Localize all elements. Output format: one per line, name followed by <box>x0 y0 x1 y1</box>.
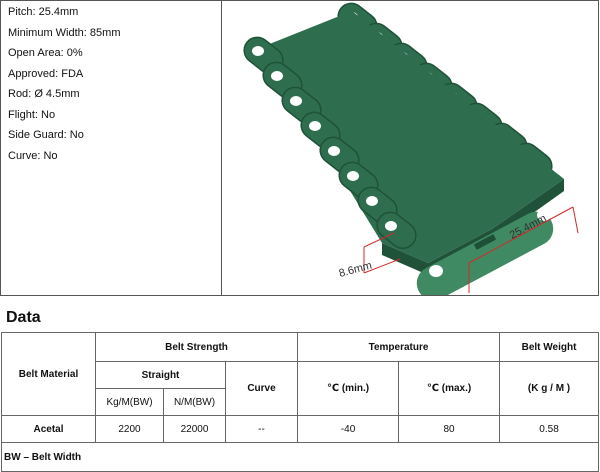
table-footnote: BW – Belt Width <box>0 442 600 472</box>
spec-rod: Rod: Ø 4.5mm <box>8 88 80 100</box>
spec-open-area: Open Area: 0% <box>8 47 83 59</box>
spec-flight: Flight: No <box>8 108 56 121</box>
spec-approved: Approved: FDA <box>8 67 84 80</box>
product-info-panel: Pitch: 25.4mm Minimum Width: 85mm Open A… <box>0 0 599 296</box>
header-belt-weight: Belt Weight <box>499 332 600 362</box>
header-curve: Curve <box>224 361 299 416</box>
spec-list: Pitch: 25.4mm Minimum Width: 85mm Open A… <box>1 1 222 295</box>
header-temp-max: ℃ (max.) <box>398 361 501 416</box>
section-title: Data <box>6 309 41 326</box>
header-belt-strength: Belt Strength <box>94 332 299 362</box>
belt-data-table: Belt Material Belt Strength Temperature … <box>0 332 600 472</box>
spec-pitch: Pitch: 25.4mm <box>8 6 79 18</box>
dimension-height-label: 8.6mm <box>338 260 374 280</box>
cell-material: Acetal <box>1 415 96 443</box>
header-belt-material: Belt Material <box>1 332 96 416</box>
spec-curve: Curve: No <box>8 149 58 162</box>
cell-weight: 0.58 <box>499 415 600 443</box>
header-weight-unit: (K g / M ) <box>499 361 600 416</box>
spec-side-guard: Side Guard: No <box>8 129 84 141</box>
belt-plate <box>262 11 564 263</box>
cell-kgm: 2200 <box>95 415 164 443</box>
header-temp-min: ℃ (min.) <box>297 361 400 416</box>
table-row: Acetal 2200 22000 -- -40 80 0.58 <box>1 415 600 443</box>
header-temperature: Temperature <box>297 332 501 362</box>
header-straight: Straight <box>95 361 226 389</box>
header-kgm: Kg/M(BW) <box>95 388 164 416</box>
end-link <box>416 209 554 295</box>
belt-module-figure: 25.4mm 8.6mm <box>222 1 598 295</box>
spec-minimum-width: Minimum Width: 85mm <box>8 26 121 39</box>
cell-temp-min: -40 <box>297 415 400 443</box>
belt-module-illustration: 25.4mm 8.6mm <box>243 2 579 295</box>
belt-module <box>243 2 564 295</box>
hinge-knuckle-front <box>376 211 417 249</box>
header-nm: N/M(BW) <box>163 388 226 416</box>
cell-nm: 22000 <box>163 415 226 443</box>
cell-curve: -- <box>224 415 299 443</box>
cell-temp-max: 80 <box>398 415 501 443</box>
